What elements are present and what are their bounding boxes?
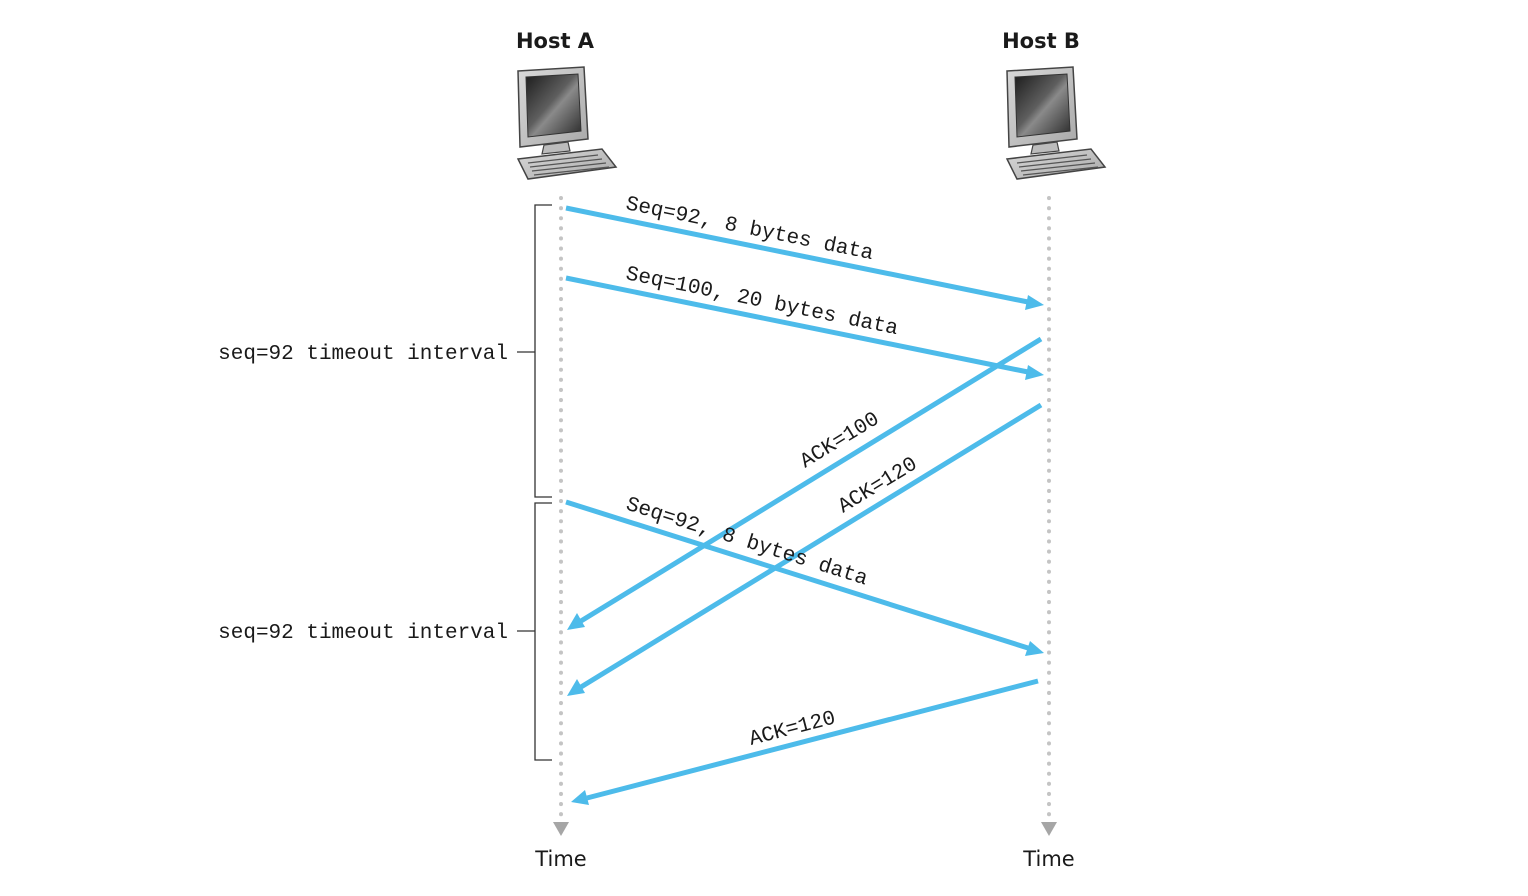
host-a-time-arrowhead	[553, 822, 569, 836]
computer-icon	[1006, 66, 1106, 180]
host-b-title: Host B	[1002, 29, 1080, 53]
message-arrow	[571, 678, 1039, 805]
timeout-label: seq=92 timeout interval	[218, 622, 508, 645]
timeout-bracket	[534, 204, 552, 498]
host-b-time-label: Time	[1022, 847, 1074, 871]
timeout-label: seq=92 timeout interval	[218, 343, 508, 366]
host-b-time-arrowhead	[1041, 822, 1057, 836]
message-arrow	[567, 336, 1043, 630]
message-label: Seq=100, 20 bytes data	[624, 263, 900, 341]
message-label: Seq=92, 8 bytes data	[623, 494, 870, 592]
timeout-bracket	[534, 502, 552, 761]
host-a-time-label: Time	[534, 847, 586, 871]
computer-icon	[517, 66, 617, 180]
message-arrow	[567, 402, 1043, 696]
host-a-title: Host A	[516, 29, 595, 53]
message-arrow	[565, 499, 1044, 656]
message-arrow	[565, 275, 1044, 380]
message-arrow	[565, 205, 1044, 310]
